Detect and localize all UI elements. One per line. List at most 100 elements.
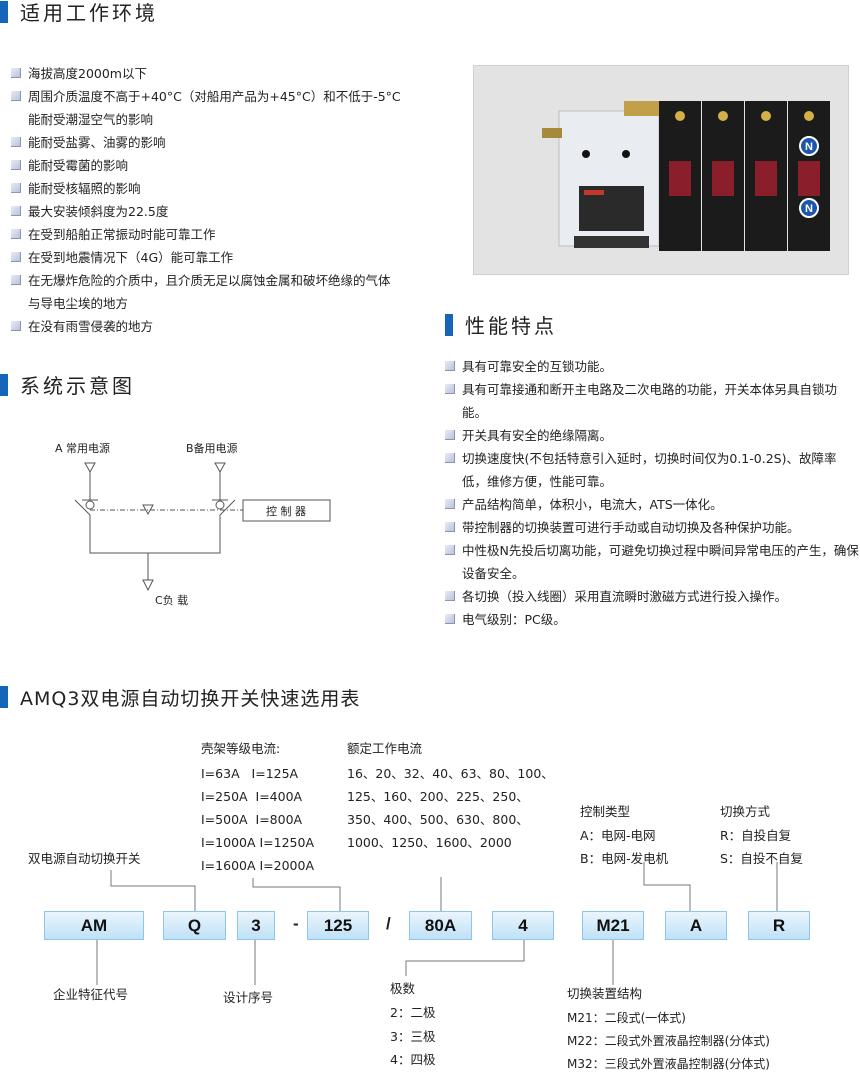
load-symbol bbox=[142, 579, 154, 592]
code-box-am: AM bbox=[44, 911, 144, 940]
company-code-label: 企业特征代号 bbox=[53, 987, 129, 1002]
features-heading: 性能特点 bbox=[445, 314, 557, 338]
poles-label: 极数 bbox=[390, 981, 416, 996]
bullet-icon bbox=[11, 252, 21, 262]
code-box-q: Q bbox=[163, 911, 226, 940]
controller-box bbox=[242, 499, 331, 522]
list-item: 能耐受核辐照的影响 bbox=[11, 177, 401, 200]
list-item: 具有可靠接通和断开主电路及二次电路的功能，开关本体另具自锁功能。 bbox=[445, 378, 860, 424]
controller-label: 控 制 器 bbox=[266, 504, 306, 518]
rated-current-row: 125、160、200、225、250、 bbox=[347, 789, 529, 804]
code-separator-dash: - bbox=[293, 914, 299, 933]
diagram-heading: 系统示意图 bbox=[0, 374, 135, 398]
list-item: 各切换（投入线圈）采用直流瞬时激磁方式进行投入操作。 bbox=[445, 585, 860, 608]
structure-row: M21：二段式(一体式) bbox=[567, 1011, 686, 1025]
bullet-icon bbox=[445, 591, 455, 601]
product-name-label: 双电源自动切换开关 bbox=[28, 851, 141, 866]
code-box-mode: R bbox=[748, 911, 810, 940]
heading-bar bbox=[0, 686, 8, 708]
switch-a bbox=[74, 499, 91, 516]
code-box-control: A bbox=[665, 911, 727, 940]
list-item: 能耐受盐雾、油雾的影响 bbox=[11, 131, 401, 154]
bullet-icon bbox=[11, 137, 21, 147]
heading-bar bbox=[0, 1, 8, 23]
bullet-icon bbox=[445, 545, 455, 555]
bullet-icon bbox=[11, 275, 21, 285]
bullet-icon bbox=[11, 160, 21, 170]
svg-text:N: N bbox=[805, 141, 813, 153]
bullet-icon bbox=[11, 229, 21, 239]
diagram-title: 系统示意图 bbox=[20, 374, 135, 398]
list-item: 电气级别：PC级。 bbox=[445, 608, 860, 631]
bullet-icon bbox=[11, 321, 21, 331]
system-diagram: A 常用电源 B备用电源 控 制 器 C负 载 bbox=[55, 441, 331, 607]
list-item: 在受到地震情况下（4G）能可靠工作 bbox=[11, 246, 401, 269]
frame-current-row: I=1600A I=2000A bbox=[201, 858, 315, 873]
structure-row: M22：二段式外置液晶控制器(分体式) bbox=[567, 1034, 770, 1048]
bullet-icon bbox=[445, 614, 455, 624]
bullet-icon bbox=[445, 361, 455, 371]
switch-b bbox=[219, 499, 236, 516]
features-list: 具有可靠安全的互锁功能。 具有可靠接通和断开主电路及二次电路的功能，开关本体另具… bbox=[445, 355, 860, 631]
selection-title: AMQ3双电源自动切换开关快速选用表 bbox=[20, 688, 361, 710]
list-item: 中性极N先投后切离功能，可避免切换过程中瞬间异常电压的产生，确保设备安全。 bbox=[445, 539, 860, 585]
rated-current-row: 16、20、32、40、63、80、100、 bbox=[347, 766, 554, 781]
list-item: 开关具有安全的绝缘隔离。 bbox=[445, 424, 860, 447]
code-box-rated: 80A bbox=[409, 911, 472, 940]
heading-bar bbox=[0, 374, 8, 396]
product-image: N N bbox=[542, 101, 830, 251]
bullet-icon bbox=[445, 522, 455, 532]
list-item: 在没有雨雪侵袭的地方 bbox=[11, 315, 401, 338]
bullet-icon bbox=[445, 499, 455, 509]
frame-current-row: I=500A I=800A bbox=[201, 812, 303, 827]
source-b-symbol bbox=[214, 462, 226, 474]
poles-row: 4：四极 bbox=[390, 1052, 436, 1067]
frame-current-label: 壳架等级电流: bbox=[201, 741, 281, 756]
source-b-label: B备用电源 bbox=[186, 441, 238, 455]
environment-heading: 适用工作环境 bbox=[0, 1, 158, 25]
bullet-icon bbox=[445, 430, 455, 440]
structure-label: 切换装置结构 bbox=[567, 986, 643, 1001]
bullet-icon bbox=[11, 183, 21, 193]
list-item: 带控制器的切换装置可进行手动或自动切换及各种保护功能。 bbox=[445, 516, 860, 539]
code-box-frame: 125 bbox=[307, 911, 369, 940]
list-item: 产品结构简单，体积小，电流大，ATS一体化。 bbox=[445, 493, 860, 516]
code-box-poles: 4 bbox=[492, 911, 554, 940]
code-box-structure: M21 bbox=[582, 911, 644, 940]
rated-current-label: 额定工作电流 bbox=[347, 741, 423, 756]
frame-current-row: I=63A I=125A bbox=[201, 766, 299, 781]
bullet-icon bbox=[445, 453, 455, 463]
bullet-icon bbox=[11, 206, 21, 216]
poles-row: 2：二极 bbox=[390, 1005, 436, 1020]
control-type-row: A：电网-电网 bbox=[580, 828, 656, 843]
code-box-design: 3 bbox=[237, 911, 275, 940]
list-item: 海拔高度2000m以下 bbox=[11, 62, 401, 85]
source-a-symbol bbox=[84, 462, 96, 474]
list-item: 能耐受霉菌的影响 bbox=[11, 154, 401, 177]
product-photo: N N bbox=[473, 65, 849, 275]
environment-title: 适用工作环境 bbox=[20, 1, 158, 25]
control-type-row: B：电网-发电机 bbox=[580, 851, 669, 866]
list-item: 周围介质温度不高于+40°C（对船用产品为+45°C）和不低于-5°C能耐受潮湿… bbox=[11, 85, 401, 131]
source-a-label: A 常用电源 bbox=[55, 441, 110, 455]
features-title: 性能特点 bbox=[465, 314, 557, 338]
bullet-icon bbox=[445, 384, 455, 394]
bullet-icon bbox=[11, 91, 21, 101]
list-item: 切换速度快(不包括特意引入延时，切换时间仅为0.1-0.2S)、故障率低，维修方… bbox=[445, 447, 860, 493]
list-item: 具有可靠安全的互锁功能。 bbox=[445, 355, 860, 378]
selection-heading: AMQ3双电源自动切换开关快速选用表 bbox=[0, 686, 360, 711]
switch-mode-row: S：自投不自复 bbox=[720, 851, 803, 866]
frame-current-row: I=1000A I=1250A bbox=[201, 835, 315, 850]
switch-mode-row: R：自投自复 bbox=[720, 828, 792, 843]
frame-current-row: I=250A I=400A bbox=[201, 789, 303, 804]
list-item: 在无爆炸危险的介质中，且介质无足以腐蚀金属和破坏绝缘的气体与导电尘埃的地方 bbox=[11, 269, 401, 315]
heading-bar bbox=[445, 314, 453, 336]
switch-mode-label: 切换方式 bbox=[720, 804, 771, 819]
code-separator-slash: / bbox=[386, 914, 391, 933]
structure-row: M32：三段式外置液晶控制器(分体式) bbox=[567, 1057, 770, 1071]
rated-current-row: 1000、1250、1600、2000 bbox=[347, 835, 512, 850]
poles-row: 3：三极 bbox=[390, 1029, 436, 1044]
bullet-icon bbox=[11, 68, 21, 78]
svg-text:N: N bbox=[805, 203, 813, 215]
environment-list: 海拔高度2000m以下 周围介质温度不高于+40°C（对船用产品为+45°C）和… bbox=[11, 62, 401, 338]
